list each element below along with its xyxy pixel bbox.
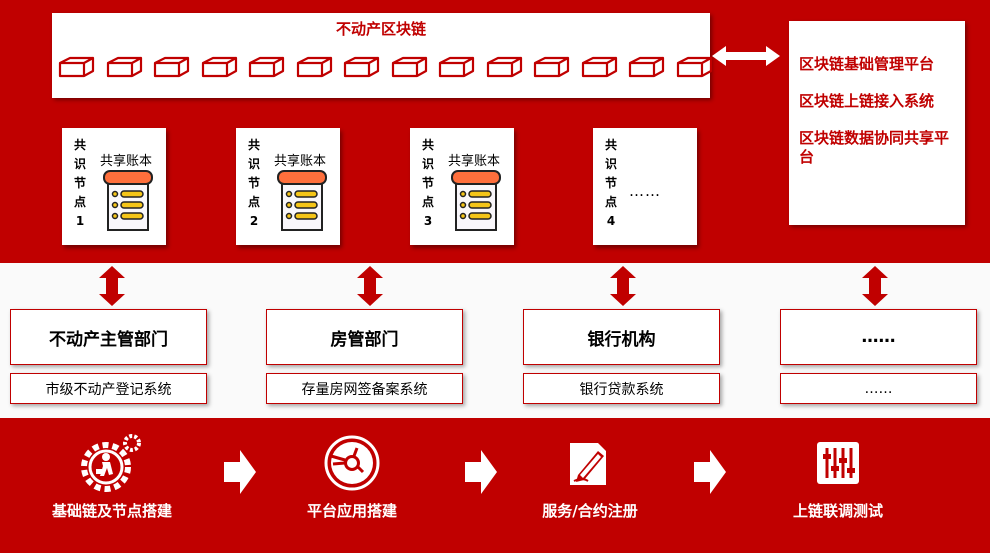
node-label: 共识节点 1 <box>74 136 86 231</box>
right-arrow-icon <box>694 450 726 494</box>
system-box: 银行贷款系统 <box>523 373 720 404</box>
node-label-char: 2 <box>249 214 259 228</box>
step-label: 上链联调测试 <box>792 502 883 520</box>
ledger-title: 共享账本 <box>448 154 501 169</box>
platform-item: 区块链数据协同共享平台 <box>799 129 950 166</box>
node-label-char: 共 <box>248 138 261 152</box>
block-cube-icon <box>438 56 475 82</box>
block-cube-icon <box>58 56 95 82</box>
department-box: …… <box>780 309 977 365</box>
step-label: 基础链及节点搭建 <box>51 502 172 520</box>
node-label-char: 点 <box>605 195 618 209</box>
more-ellipsis: …… <box>629 182 661 200</box>
platform-item: 区块链上链接入系统 <box>799 92 935 110</box>
chain-title: 不动产区块链 <box>335 20 426 38</box>
node-label-char: 4 <box>606 214 616 228</box>
node-label-char: 识 <box>605 157 618 171</box>
ledger-icon <box>451 170 501 236</box>
step-service-register: 服务/合约注册 <box>490 428 690 521</box>
ledger-title: 共享账本 <box>274 154 327 169</box>
node-label-char: 共 <box>422 138 435 152</box>
vertical-double-arrow-icon <box>99 266 125 306</box>
ledger-title: 共享账本 <box>100 154 153 169</box>
node-label-char: 识 <box>248 157 261 171</box>
gear-person-icon <box>81 434 141 492</box>
block-cube-icon <box>486 56 523 82</box>
node-label-char: 点 <box>422 195 435 209</box>
system-box: 市级不动产登记系统 <box>10 373 207 404</box>
department-box: 银行机构 <box>523 309 720 365</box>
vertical-double-arrow-icon <box>862 266 888 306</box>
consensus-node-4: 共识节点 4 …… <box>593 128 697 245</box>
platform-item: 区块链基础管理平台 <box>799 55 935 73</box>
block-cube-icon <box>296 56 333 82</box>
consensus-node-1: 共识节点 1 共享账本 <box>62 128 166 245</box>
block-cube-icon <box>533 56 570 82</box>
node-label-char: 节 <box>422 176 435 190</box>
vertical-double-arrow-icon <box>357 266 383 306</box>
step-chain-setup: 基础链及节点搭建 <box>12 428 212 521</box>
block-chain <box>58 56 713 82</box>
block-cube-icon <box>628 56 665 82</box>
step-label: 平台应用搭建 <box>306 502 397 520</box>
consensus-node-2: 共识节点 2 共享账本 <box>236 128 340 245</box>
system-box: 存量房网签备案系统 <box>266 373 463 404</box>
ledger-icon <box>277 170 327 236</box>
node-label: 共识节点 2 <box>248 136 260 231</box>
process-layer <box>0 418 990 553</box>
node-label-char: 点 <box>248 195 261 209</box>
block-cube-icon <box>106 56 143 82</box>
block-cube-icon <box>201 56 238 82</box>
node-label-char: 1 <box>75 214 85 228</box>
node-label-char: 节 <box>248 176 261 190</box>
block-cube-icon <box>153 56 190 82</box>
double-arrow-icon <box>712 46 780 66</box>
block-cube-icon <box>676 56 713 82</box>
step-label: 服务/合约注册 <box>542 502 638 520</box>
node-label: 共识节点 4 <box>605 136 617 231</box>
node-label-char: 3 <box>423 214 433 228</box>
step-joint-test: 上链联调测试 <box>738 428 938 521</box>
document-pen-icon <box>570 443 606 485</box>
disc-icon <box>324 435 380 491</box>
system-box: …… <box>780 373 977 404</box>
block-cube-icon <box>391 56 428 82</box>
block-cube-icon <box>248 56 285 82</box>
block-cube-icon <box>581 56 618 82</box>
node-label-char: 共 <box>74 138 87 152</box>
department-box: 不动产主管部门 <box>10 309 207 365</box>
right-arrow-icon <box>465 450 497 494</box>
node-label-char: 识 <box>422 157 435 171</box>
real-estate-blockchain-panel: 不动产区块链 <box>52 13 713 98</box>
node-label-char: 节 <box>74 176 87 190</box>
vertical-double-arrow-icon <box>610 266 636 306</box>
consensus-node-3: 共识节点 3 共享账本 <box>410 128 514 245</box>
department-box: 房管部门 <box>266 309 463 365</box>
right-arrow-icon <box>224 450 256 494</box>
node-label-char: 点 <box>74 195 87 209</box>
node-label: 共识节点 3 <box>422 136 434 231</box>
node-label-char: 共 <box>605 138 618 152</box>
platform-panel: 区块链基础管理平台 区块链上链接入系统 区块链数据协同共享平台 <box>789 21 965 225</box>
ledger-icon <box>103 170 153 236</box>
node-label-char: 节 <box>605 176 618 190</box>
sliders-icon <box>817 442 859 484</box>
block-cube-icon <box>343 56 380 82</box>
step-platform-build: 平台应用搭建 <box>252 428 452 521</box>
node-label-char: 识 <box>74 157 87 171</box>
